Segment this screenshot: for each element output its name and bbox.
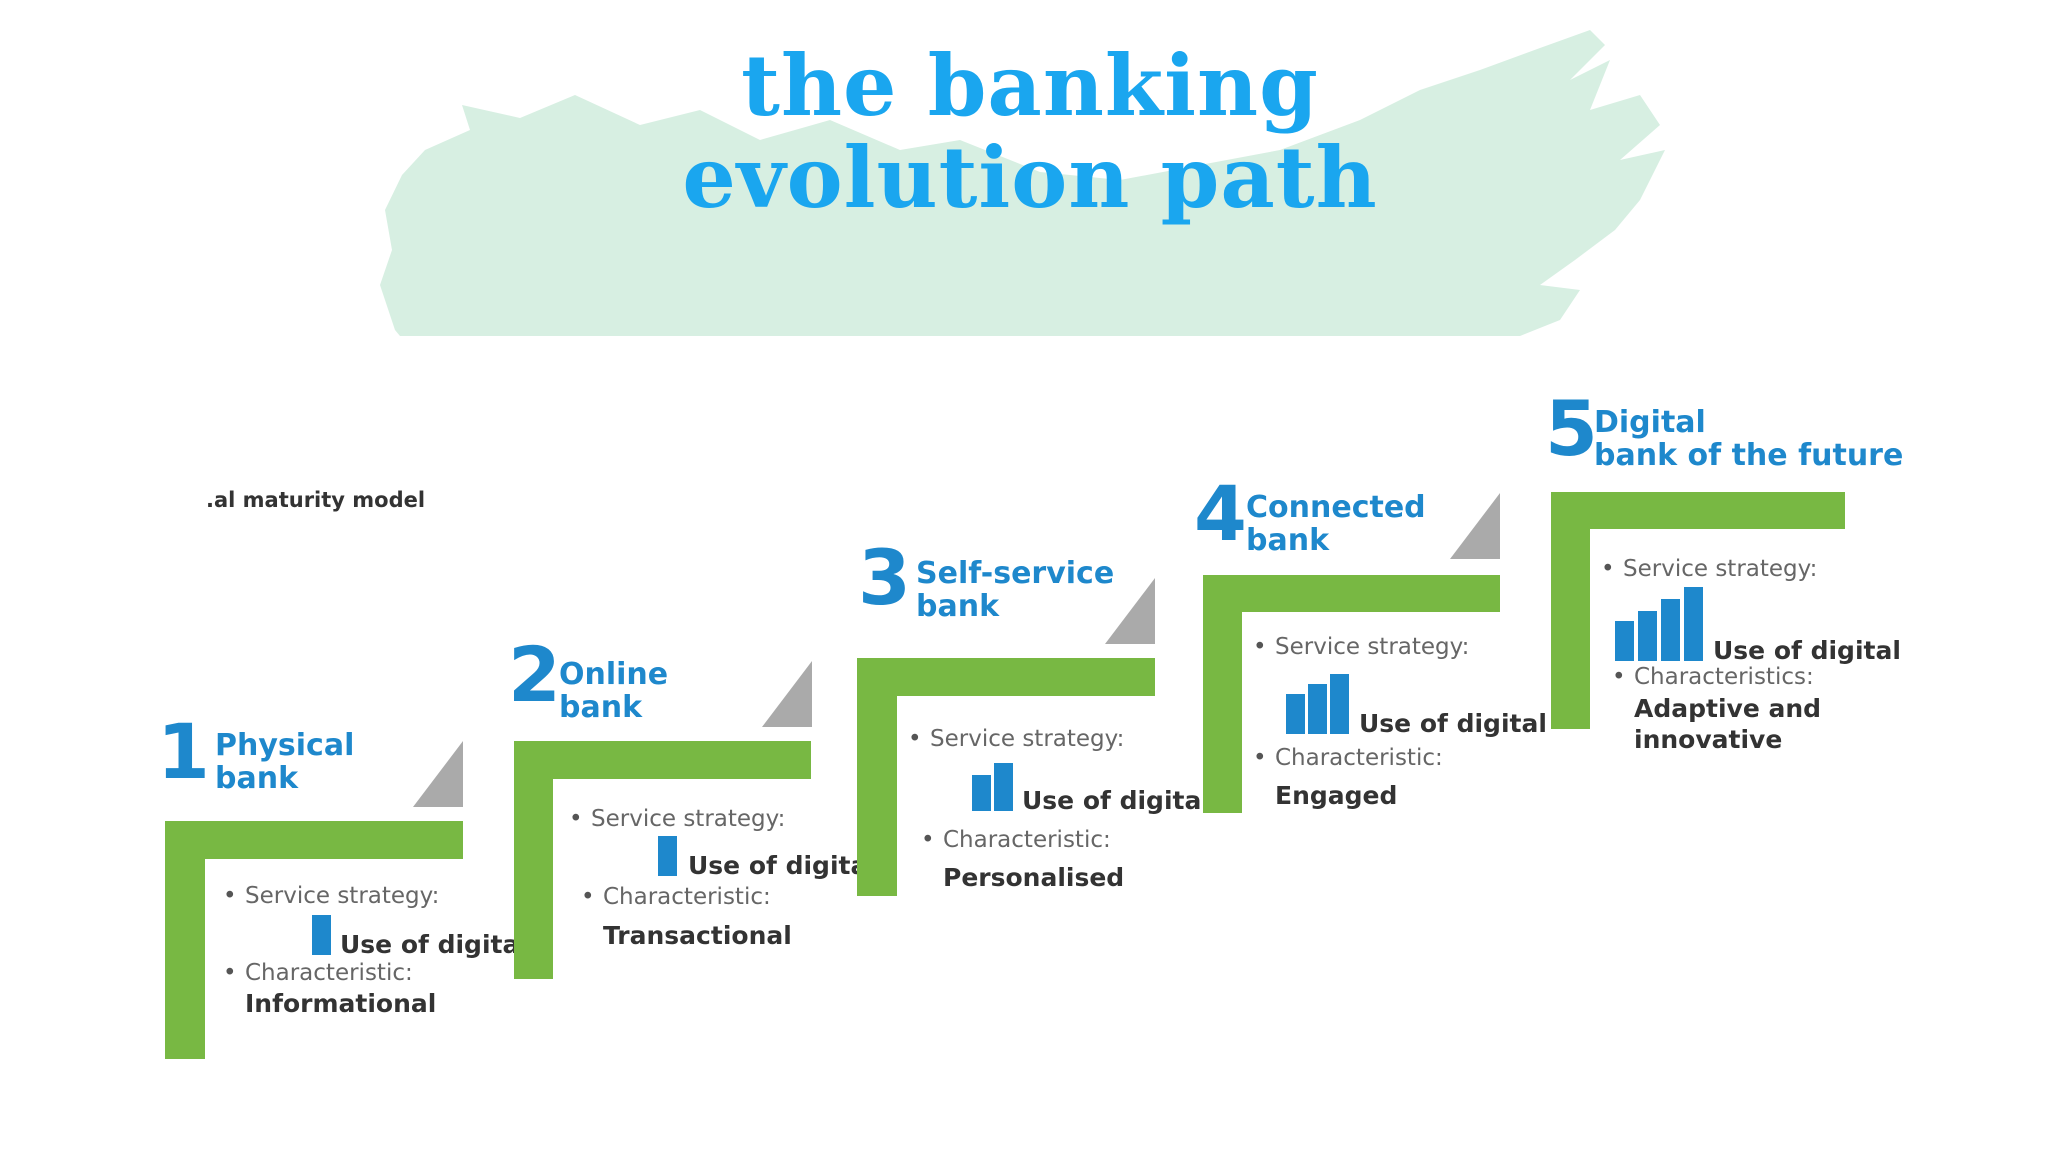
service-strategy-label: Service strategy: xyxy=(245,883,439,909)
step-heading: Connected bank xyxy=(1246,491,1426,557)
characteristic-value: Informational xyxy=(245,988,436,1019)
corner-triangle-icon xyxy=(1105,578,1155,644)
digital-label: Use of digital xyxy=(340,930,528,959)
characteristic-value: Personalised xyxy=(943,862,1124,893)
step-top-bar xyxy=(165,821,463,859)
digital-usage-indicator: Use of digital xyxy=(658,836,858,876)
step-number: 4 xyxy=(1194,476,1247,552)
step-number: 3 xyxy=(858,540,911,616)
characteristic-label: Characteristics: xyxy=(1634,664,1814,690)
step-side-bar xyxy=(857,658,897,896)
maturity-model-label: .al maturity model xyxy=(206,488,425,512)
step-heading: Physical bank xyxy=(215,729,354,795)
digital-usage-indicator: Use of digital xyxy=(312,915,512,955)
step-number: 2 xyxy=(508,637,561,713)
step-side-bar xyxy=(165,821,205,1059)
step-side-bar xyxy=(1203,575,1242,813)
digital-label: Use of digital xyxy=(1359,709,1547,738)
step-number: 5 xyxy=(1545,391,1598,467)
characteristic-label: Characteristic: xyxy=(1275,745,1443,771)
digital-label: Use of digital xyxy=(1022,786,1210,815)
digital-usage-indicator: Use of digital xyxy=(1615,587,1875,661)
service-strategy-label: Service strategy: xyxy=(1623,556,1817,582)
step-side-bar xyxy=(514,741,553,979)
digital-usage-indicator: Use of digital xyxy=(1286,674,1526,734)
characteristic-value: Adaptive and innovative xyxy=(1634,693,1821,755)
step-heading: Digital bank of the future xyxy=(1594,406,1903,472)
service-strategy-label: Service strategy: xyxy=(591,806,785,832)
step-heading: Online bank xyxy=(559,658,668,724)
service-strategy-label: Service strategy: xyxy=(1275,634,1469,660)
corner-triangle-icon xyxy=(1450,493,1500,559)
characteristic-label: Characteristic: xyxy=(603,884,771,910)
step-top-bar xyxy=(857,658,1155,696)
characteristic-value: Transactional xyxy=(603,920,792,951)
step-top-bar xyxy=(514,741,811,779)
step-heading: Self-service bank xyxy=(916,557,1114,623)
corner-triangle-icon xyxy=(762,661,812,727)
digital-label: Use of digital xyxy=(688,851,876,880)
step-side-bar xyxy=(1551,492,1590,729)
characteristic-label: Characteristic: xyxy=(943,827,1111,853)
digital-usage-indicator: Use of digital xyxy=(972,763,1192,811)
characteristic-value: Engaged xyxy=(1275,780,1397,811)
corner-triangle-icon xyxy=(413,741,463,807)
step-top-bar xyxy=(1203,575,1500,612)
characteristic-label: Characteristic: xyxy=(245,960,413,986)
step-top-bar xyxy=(1551,492,1845,529)
digital-label: Use of digital xyxy=(1713,636,1901,665)
step-number: 1 xyxy=(157,714,210,790)
service-strategy-label: Service strategy: xyxy=(930,726,1124,752)
page-title: the banking evolution path xyxy=(520,40,1540,224)
